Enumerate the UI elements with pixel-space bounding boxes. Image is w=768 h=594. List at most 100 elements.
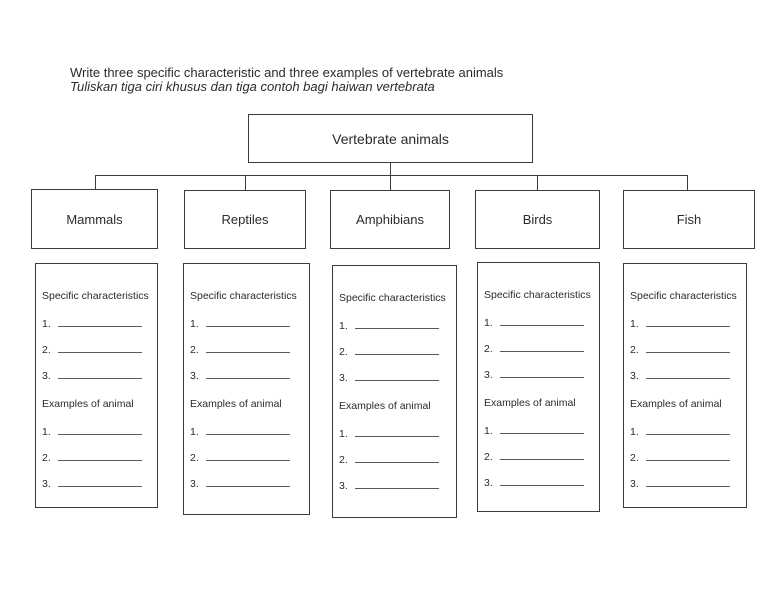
instructions: Write three specific characteristic and … (70, 66, 503, 94)
item-number: 1. (339, 320, 348, 332)
answer-blank-line (355, 426, 439, 437)
connector-root-stem (390, 163, 391, 190)
item-number: 2. (339, 454, 348, 466)
examples-heading: Examples of animal (42, 398, 134, 410)
characteristic-item: 2. (339, 344, 450, 358)
example-item: 1. (484, 423, 593, 437)
example-item: 3. (42, 476, 151, 490)
item-number: 3. (339, 372, 348, 384)
item-number: 2. (484, 343, 493, 355)
example-item: 2. (630, 450, 740, 464)
answer-blank-line (500, 423, 584, 434)
characteristic-item: 2. (42, 342, 151, 356)
category-node-fish: Fish (623, 190, 755, 249)
item-number: 1. (190, 426, 199, 438)
example-item: 1. (42, 424, 151, 438)
characteristic-item: 1. (484, 315, 593, 329)
characteristic-item: 3. (484, 367, 593, 381)
characteristic-item: 2. (484, 341, 593, 355)
answer-blank-line (500, 341, 584, 352)
answer-blank-line (646, 476, 730, 487)
example-item: 3. (484, 475, 593, 489)
answer-blank-line (58, 450, 142, 461)
answer-blank-line (646, 316, 730, 327)
characteristics-heading: Specific characteristics (190, 290, 297, 302)
item-number: 1. (484, 425, 493, 437)
answer-blank-line (58, 424, 142, 435)
characteristics-heading: Specific characteristics (630, 290, 737, 302)
answer-blank-line (206, 476, 290, 487)
example-item: 2. (190, 450, 303, 464)
characteristic-item: 2. (630, 342, 740, 356)
item-number: 1. (190, 318, 199, 330)
characteristic-item: 1. (42, 316, 151, 330)
item-number: 3. (484, 369, 493, 381)
item-number: 1. (484, 317, 493, 329)
example-item: 2. (339, 452, 450, 466)
answer-blank-line (500, 449, 584, 460)
category-node-birds: Birds (475, 190, 600, 249)
answer-blank-line (646, 342, 730, 353)
item-number: 3. (339, 480, 348, 492)
answer-blank-line (355, 370, 439, 381)
characteristic-item: 1. (339, 318, 450, 332)
item-number: 2. (630, 344, 639, 356)
category-node-amphibians: Amphibians (330, 190, 450, 249)
characteristic-item: 3. (190, 368, 303, 382)
answer-blank-line (206, 316, 290, 327)
examples-heading: Examples of animal (190, 398, 282, 410)
item-number: 2. (42, 344, 51, 356)
characteristics-heading: Specific characteristics (339, 292, 446, 304)
characteristic-item: 3. (42, 368, 151, 382)
detail-card-amphibians: Specific characteristics 1. 2. 3. Exampl… (332, 265, 457, 518)
examples-heading: Examples of animal (484, 397, 576, 409)
example-item: 3. (630, 476, 740, 490)
answer-blank-line (646, 450, 730, 461)
item-number: 1. (339, 428, 348, 440)
item-number: 2. (190, 452, 199, 464)
answer-blank-line (500, 315, 584, 326)
item-number: 3. (630, 370, 639, 382)
answer-blank-line (206, 368, 290, 379)
connector-drop-fish (687, 175, 688, 190)
category-label: Amphibians (356, 212, 424, 227)
item-number: 2. (190, 344, 199, 356)
instruction-malay: Tuliskan tiga ciri khusus dan tiga conto… (70, 79, 435, 94)
example-item: 1. (190, 424, 303, 438)
item-number: 3. (630, 478, 639, 490)
item-number: 3. (190, 478, 199, 490)
answer-blank-line (355, 318, 439, 329)
answer-blank-line (58, 476, 142, 487)
category-label: Reptiles (221, 212, 269, 227)
item-number: 1. (42, 426, 51, 438)
answer-blank-line (355, 478, 439, 489)
item-number: 3. (42, 370, 51, 382)
characteristic-item: 2. (190, 342, 303, 356)
category-label: Birds (522, 212, 553, 227)
instruction-english: Write three specific characteristic and … (70, 65, 504, 80)
characteristic-item: 3. (339, 370, 450, 384)
connector-drop-mammals (95, 175, 96, 190)
characteristic-item: 1. (630, 316, 740, 330)
example-item: 2. (484, 449, 593, 463)
answer-blank-line (355, 344, 439, 355)
category-label: Mammals (66, 211, 123, 227)
detail-card-birds: Specific characteristics 1. 2. 3. Exampl… (477, 262, 600, 512)
answer-blank-line (58, 342, 142, 353)
detail-card-mammals: Specific characteristics 1. 2. 3. Exampl… (35, 263, 158, 508)
examples-heading: Examples of animal (630, 398, 722, 410)
characteristic-item: 3. (630, 368, 740, 382)
answer-blank-line (646, 368, 730, 379)
item-number: 3. (42, 478, 51, 490)
answer-blank-line (500, 367, 584, 378)
item-number: 3. (190, 370, 199, 382)
item-number: 2. (630, 452, 639, 464)
example-item: 3. (190, 476, 303, 490)
detail-card-reptiles: Specific characteristics 1. 2. 3. Exampl… (183, 263, 310, 515)
detail-card-fish: Specific characteristics 1. 2. 3. Exampl… (623, 263, 747, 508)
item-number: 1. (630, 426, 639, 438)
answer-blank-line (58, 316, 142, 327)
example-item: 1. (630, 424, 740, 438)
item-number: 1. (630, 318, 639, 330)
answer-blank-line (206, 342, 290, 353)
